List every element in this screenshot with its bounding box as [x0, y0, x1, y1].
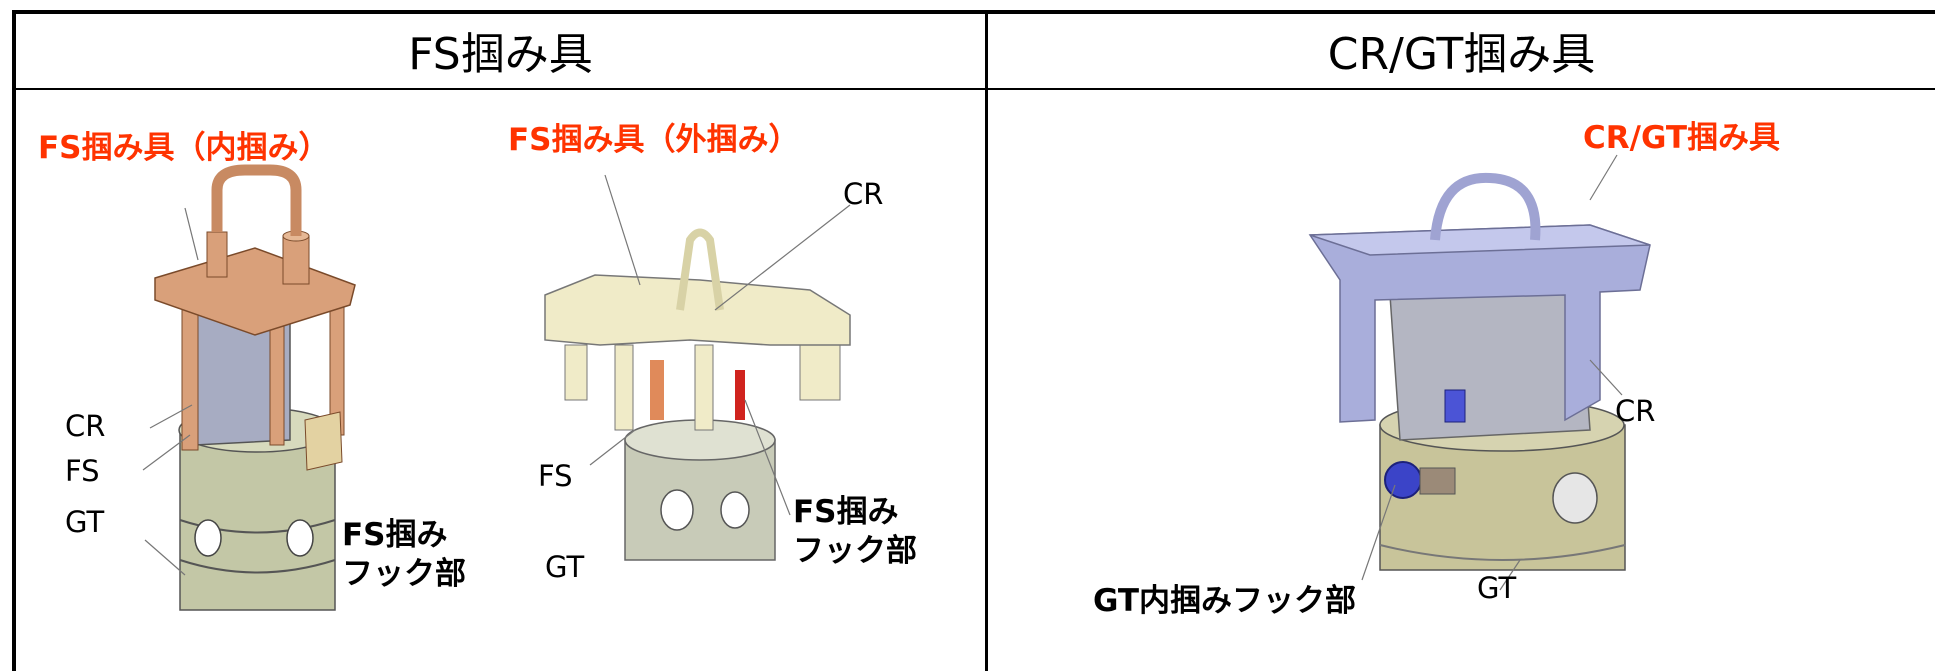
label-outer-hook: FS掴み フック部 [793, 494, 917, 569]
label-outer-gt: GT [545, 550, 585, 584]
title-fs-inner-gripper: FS掴み具（内掴み） [38, 130, 330, 166]
header-crgt-gripper: CR/GT掴み具 [1327, 29, 1596, 80]
label-right-gt: GT [1477, 571, 1517, 605]
label-outer-fs: FS [538, 459, 573, 493]
label-inner-fs: FS [65, 454, 100, 488]
header-fs-gripper: FS掴み具 [408, 29, 593, 80]
label-inner-gt: GT [65, 505, 105, 539]
table-frame [12, 10, 1935, 671]
label-right-cr: CR [1615, 394, 1656, 428]
label-inner-cr: CR [65, 409, 106, 443]
fs-inner-gripper-illustration [142, 164, 356, 611]
label-inner-hook: FS掴み フック部 [342, 517, 466, 592]
crgt-gripper-illustration [1308, 154, 1651, 591]
header-divider [12, 88, 1935, 90]
column-divider [985, 10, 988, 671]
fs-outer-gripper-illustration [544, 174, 851, 561]
title-crgt-gripper: CR/GT掴み具 [1583, 120, 1780, 156]
title-fs-outer-gripper: FS掴み具（外掴み） [508, 122, 800, 158]
label-outer-cr: CR [843, 177, 884, 211]
label-right-hook: GT内掴みフック部 [1093, 583, 1357, 619]
